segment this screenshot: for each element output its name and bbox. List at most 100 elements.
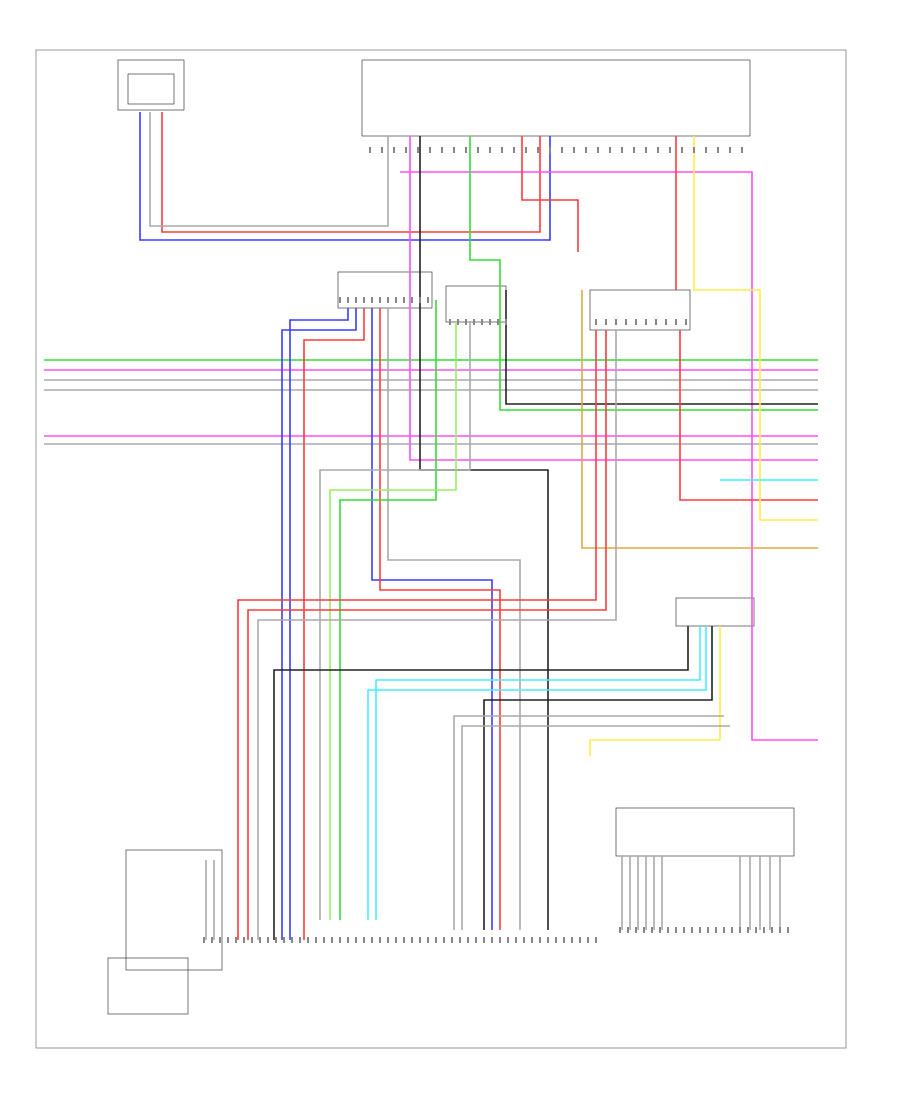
connector-pin — [585, 147, 587, 153]
connector-pin — [597, 147, 599, 153]
connector-pin — [267, 937, 269, 943]
wire-cyan-31 — [367, 626, 707, 920]
connector-pin — [675, 927, 677, 933]
connector-pin — [779, 927, 781, 933]
connector-pin — [451, 937, 453, 943]
connector-pin — [475, 937, 477, 943]
connector-pin — [635, 319, 637, 325]
connector-pin — [667, 927, 669, 933]
connector-pin — [693, 147, 695, 153]
connector-pin — [723, 927, 725, 933]
wire-pink-9 — [400, 171, 818, 741]
connector-pin — [717, 147, 719, 153]
connector-pin — [427, 297, 429, 303]
connector-pin — [771, 927, 773, 933]
wire-blue-14 — [281, 308, 357, 940]
connector-pin — [587, 937, 589, 943]
wire-gray-2 — [149, 112, 389, 227]
connector-pin — [219, 937, 221, 943]
connector-pin — [731, 927, 733, 933]
connector-pin — [435, 937, 437, 943]
connector-pin — [315, 937, 317, 943]
connector-pin — [489, 147, 491, 153]
connector-pin — [459, 937, 461, 943]
wire-lightgreen-22 — [329, 322, 457, 920]
connector-pin — [571, 937, 573, 943]
wire-yellow-29 — [589, 626, 721, 756]
connector-pin — [259, 937, 261, 943]
connector-pin — [467, 937, 469, 943]
connector-pin — [443, 937, 445, 943]
connector-pin — [615, 319, 617, 325]
connector-pin — [685, 319, 687, 325]
connector-pin — [643, 927, 645, 933]
connector-pin — [501, 147, 503, 153]
connector-pin — [505, 319, 507, 325]
component-top-left-inner — [127, 73, 175, 105]
connector-pin — [339, 937, 341, 943]
connector-pin — [691, 927, 693, 933]
wire-yellow-26 — [693, 136, 818, 521]
connector-pin — [669, 147, 671, 153]
connector-pin — [483, 937, 485, 943]
connector-pin — [699, 927, 701, 933]
wire-gray-38 — [461, 725, 730, 930]
connector-pin — [705, 147, 707, 153]
connector-pin — [291, 937, 293, 943]
connector-pin — [251, 937, 253, 943]
connector-pin — [417, 147, 419, 153]
connector-pin — [369, 147, 371, 153]
connector-pin — [387, 937, 389, 943]
connector-pin — [563, 937, 565, 943]
wire-black-32 — [273, 626, 689, 940]
connector-pin — [355, 937, 357, 943]
connector-pin — [645, 319, 647, 325]
connector-pin — [525, 147, 527, 153]
connector-pin — [561, 147, 563, 153]
wire-pink-19 — [409, 136, 818, 461]
wire-red-15 — [303, 308, 365, 940]
connector-pin — [405, 147, 407, 153]
connector-pin — [513, 147, 515, 153]
wire-gray-18 — [387, 308, 521, 930]
connector-pin — [379, 937, 381, 943]
connector-pin — [275, 937, 277, 943]
connector-pin — [355, 297, 357, 303]
component-bottom-right — [615, 807, 795, 857]
connector-pin — [619, 927, 621, 933]
connector-pin — [473, 319, 475, 325]
connector-pin — [411, 297, 413, 303]
connector-pin — [235, 937, 237, 943]
wire-red-1 — [161, 112, 541, 233]
connector-pin — [243, 937, 245, 943]
connector-pin — [755, 927, 757, 933]
connector-pin — [429, 147, 431, 153]
connector-pin — [537, 147, 539, 153]
wire-orange-27 — [581, 290, 818, 549]
wire-red-17 — [379, 308, 501, 930]
wire-gray-23 — [319, 322, 471, 920]
connector-pin — [497, 319, 499, 325]
connector-pin — [403, 937, 405, 943]
connector-pin — [283, 937, 285, 943]
connector-pin — [621, 147, 623, 153]
connector-pin — [595, 319, 597, 325]
connector-pin — [419, 937, 421, 943]
wire-black-33 — [483, 626, 713, 930]
wire-green-21 — [339, 300, 437, 920]
connector-pin — [203, 937, 205, 943]
connector-pin — [681, 147, 683, 153]
connector-pin — [331, 937, 333, 943]
connector-pin — [683, 927, 685, 933]
connector-pin — [627, 927, 629, 933]
connector-pin — [419, 297, 421, 303]
connector-pin — [609, 147, 611, 153]
connector-pin — [395, 937, 397, 943]
connector-pin — [659, 927, 661, 933]
component-mid-left — [337, 271, 433, 309]
connector-pin — [787, 927, 789, 933]
wire-gray-37 — [453, 715, 724, 930]
connector-pin — [763, 927, 765, 933]
connector-pin — [411, 937, 413, 943]
